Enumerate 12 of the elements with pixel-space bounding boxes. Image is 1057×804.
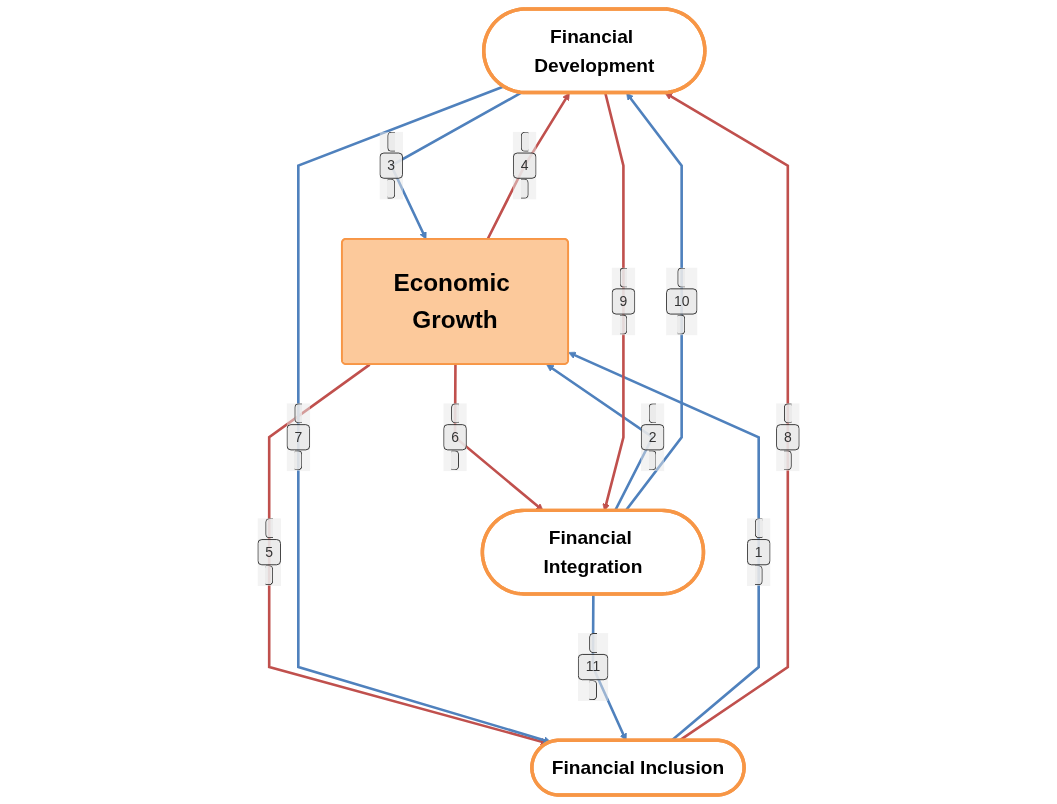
edge-label: 3 (387, 157, 396, 173)
edge-label: 5 (265, 544, 274, 560)
arrow (297, 85, 552, 744)
edge-label: 4 (520, 157, 529, 173)
edge-label: 10 (673, 293, 690, 309)
edge-label: 7 (294, 429, 303, 445)
edge-label: 8 (783, 429, 792, 445)
edge-label: 1 (754, 544, 763, 560)
edge-label: 11 (585, 659, 601, 675)
edge-label: 9 (619, 293, 628, 309)
edge-label: 6 (451, 429, 459, 445)
edge-label: 2 (648, 429, 657, 445)
